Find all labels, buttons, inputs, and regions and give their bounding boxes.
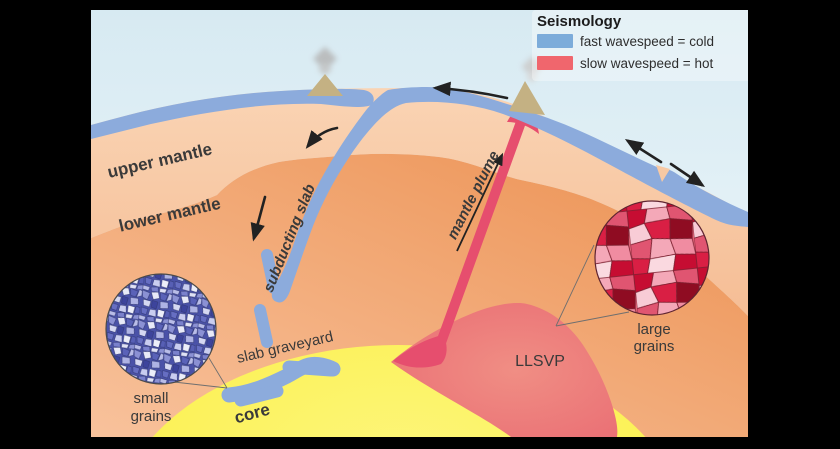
large-grains-inset	[594, 200, 710, 316]
slab-graveyard-blob	[234, 384, 284, 407]
small-grains-label: small	[133, 390, 168, 407]
mantle-cross-section: upper mantle lower mantle subducting sla…	[91, 10, 748, 437]
rift-notch	[656, 165, 670, 182]
mantle-plume-label-arrow	[456, 152, 504, 252]
seismology-legend: Seismology fast wavespeed = cold slow wa…	[532, 10, 748, 81]
legend-item-label: fast wavespeed = cold	[580, 33, 714, 49]
lithosphere-left-plate	[91, 88, 374, 139]
slab-graveyard-blob	[282, 360, 338, 377]
legend-item-label: slow wavespeed = hot	[580, 55, 714, 71]
pointer-line	[173, 381, 228, 389]
slab-fragment	[254, 304, 273, 348]
mantle-plume-shaft	[434, 117, 526, 353]
llsvp-label: LLSVP	[515, 353, 565, 370]
legend-title: Seismology	[537, 13, 622, 30]
mantle-plume-foot	[393, 335, 447, 368]
slab-fragment	[261, 249, 280, 294]
mantle-diagram-svg: upper mantle lower mantle subducting sla…	[91, 10, 748, 437]
rift-spread-arrow-left	[624, 139, 663, 164]
small-grains-inset	[105, 273, 217, 385]
pointer-line	[555, 244, 595, 327]
legend-item-fast-cold: fast wavespeed = cold	[537, 33, 748, 49]
smoke-icon	[312, 46, 338, 77]
slab-bend-arrow	[305, 126, 339, 149]
pointer-line	[208, 357, 228, 389]
large-grains-label: large	[637, 321, 670, 338]
plate-motion-arrow	[432, 81, 509, 100]
slab-descent-arrow	[250, 195, 267, 242]
volcano-icon	[509, 81, 545, 115]
rift-spread-arrow-right	[669, 162, 706, 188]
pointer-line	[555, 311, 630, 327]
slow-wavespeed-swatch	[537, 56, 573, 70]
fast-wavespeed-swatch	[537, 34, 573, 48]
large-grains-label: grains	[634, 338, 675, 355]
volcano-icon	[307, 74, 343, 96]
legend-item-slow-hot: slow wavespeed = hot	[537, 55, 748, 71]
small-grains-label: grains	[131, 408, 172, 425]
